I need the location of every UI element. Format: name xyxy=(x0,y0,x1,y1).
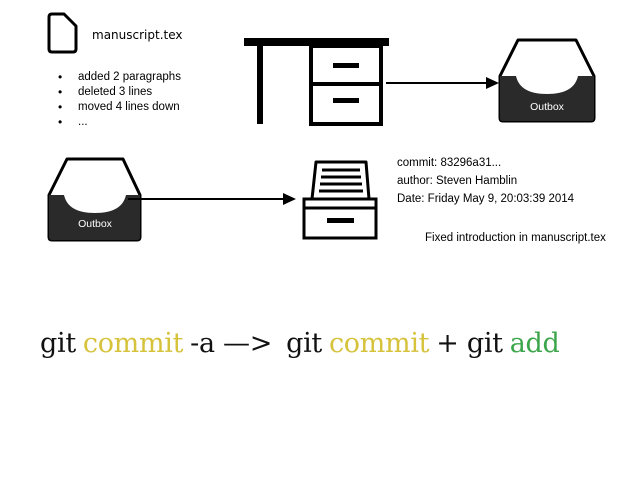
outbox-top-label: Outbox xyxy=(530,101,564,113)
arrow-desk-to-outbox xyxy=(386,77,499,89)
change-item: moved 4 lines down xyxy=(58,100,181,115)
commit-date: Date: Friday May 9, 20:03:39 2014 xyxy=(397,193,575,205)
change-item: added 2 paragraphs xyxy=(58,70,181,85)
formula-git: git xyxy=(40,328,76,359)
filing-cabinet-icon xyxy=(302,160,378,240)
desk-icon xyxy=(244,38,389,126)
change-list: added 2 paragraphs deleted 3 lines moved… xyxy=(58,70,181,130)
commit-author: author: Steven Hamblin xyxy=(397,175,518,187)
outbox-left-label: Outbox xyxy=(78,218,112,230)
commit-details: commit: 83296a31... author: Steven Hambl… xyxy=(397,154,574,208)
outbox-left-icon xyxy=(47,157,142,242)
change-item: deleted 3 lines xyxy=(58,85,181,100)
formula-flag-arrow: -a —> xyxy=(190,328,273,359)
formula-plus-git: + git xyxy=(436,328,503,359)
document-icon xyxy=(47,12,78,54)
commit-hash: commit: 83296a31... xyxy=(397,157,502,169)
formula-git-2: git xyxy=(286,328,322,359)
commit-message: Fixed introduction in manuscript.tex xyxy=(425,232,606,244)
file-name-label: manuscript.tex xyxy=(92,28,183,42)
formula-commit-2: commit xyxy=(328,328,430,359)
formula-commit: commit xyxy=(82,328,184,359)
change-item: ... xyxy=(58,115,181,130)
formula-add: add xyxy=(509,328,560,359)
outbox-top-icon xyxy=(498,38,596,123)
arrow-outbox-to-archive xyxy=(128,193,296,205)
